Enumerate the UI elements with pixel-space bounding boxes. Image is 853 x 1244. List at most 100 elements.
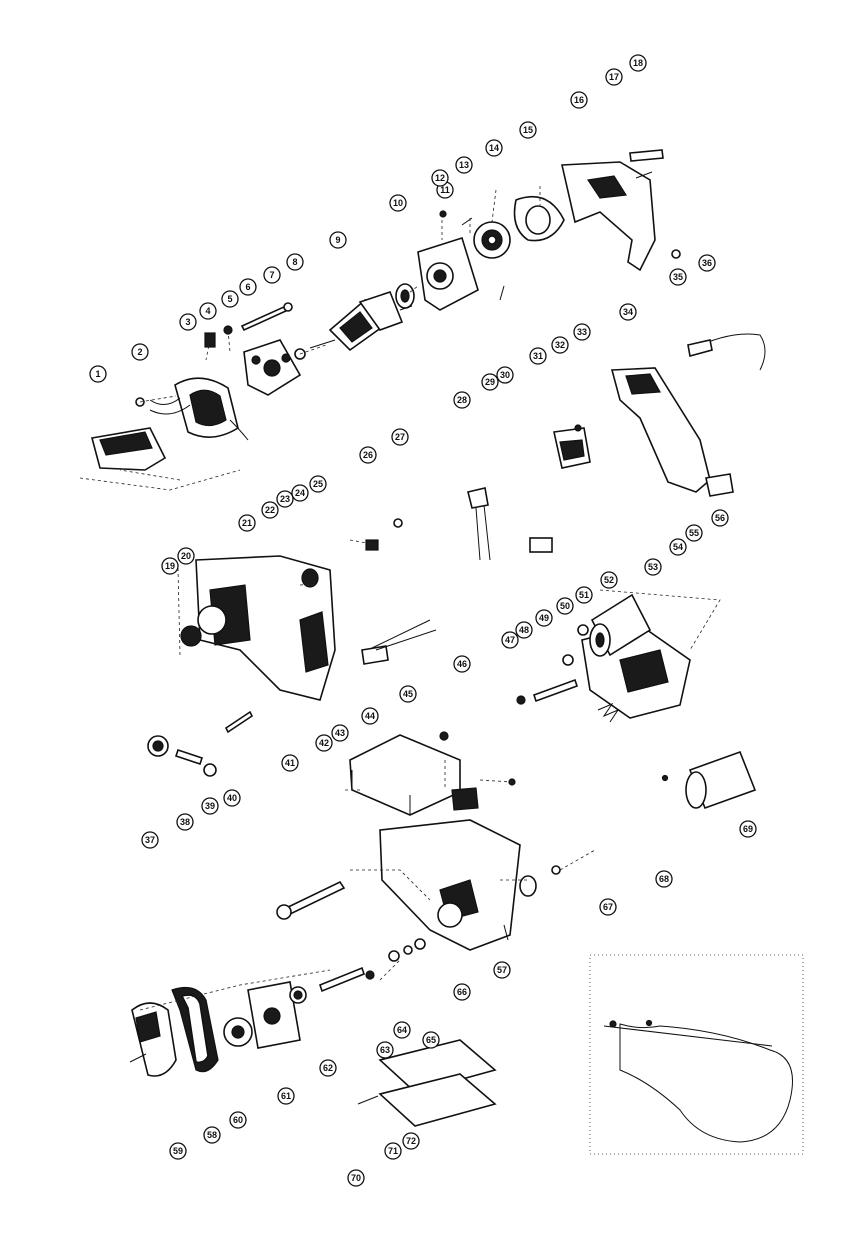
- callout-circle: [493, 961, 511, 979]
- callout-circle: [239, 278, 257, 296]
- part-bolt-41: [276, 880, 346, 920]
- part-bearing-37: [147, 735, 169, 757]
- callout-38: 38: [176, 813, 194, 831]
- callout-number: 2: [137, 347, 142, 357]
- part-fan-14: [473, 221, 511, 259]
- callout-circle: [176, 813, 194, 831]
- callout-circle: [89, 365, 107, 383]
- callout-circle: [739, 820, 757, 838]
- callout-26: 26: [359, 446, 377, 464]
- callout-number: 46: [457, 659, 467, 669]
- part-screw-17: [635, 171, 653, 179]
- callout-53: 53: [644, 558, 662, 576]
- part-switch-32: [553, 427, 591, 469]
- callout-circle: [238, 514, 256, 532]
- callout-number: 41: [285, 758, 295, 768]
- callout-circle: [556, 597, 574, 615]
- callout-18: 18: [629, 54, 647, 72]
- part-nameplate-18: [629, 149, 664, 162]
- callout-number: 51: [579, 590, 589, 600]
- part-washer-48: [516, 695, 526, 705]
- callout-circle: [453, 655, 471, 673]
- callout-68: 68: [655, 870, 673, 888]
- callout-circle: [453, 983, 471, 1001]
- callout-number: 11: [440, 185, 450, 195]
- callout-2: 2: [131, 343, 149, 361]
- callout-17: 17: [605, 68, 623, 86]
- callout-circle: [179, 313, 197, 331]
- part-gear-plate-61: [247, 981, 301, 1049]
- part-cord-guard-36: [687, 333, 766, 371]
- callout-54: 54: [669, 538, 687, 556]
- callout-58: 58: [203, 1126, 221, 1144]
- callout-number: 47: [505, 635, 515, 645]
- callout-labels: 1234567891011121314151617181920212223242…: [89, 54, 757, 1187]
- callout-circle: [229, 1111, 247, 1129]
- callout-20: 20: [177, 547, 195, 565]
- callout-56: 56: [711, 509, 729, 527]
- callout-number: 36: [702, 258, 712, 268]
- part-cap-26: [365, 539, 379, 551]
- callout-circle: [177, 547, 195, 565]
- callout-number: 8: [292, 257, 297, 267]
- callout-19: 19: [161, 557, 179, 575]
- callout-circle: [315, 734, 333, 752]
- callout-circle: [286, 253, 304, 271]
- callout-72: 72: [402, 1132, 420, 1150]
- callout-number: 13: [459, 160, 469, 170]
- callout-number: 70: [351, 1173, 361, 1183]
- callout-number: 12: [435, 173, 445, 183]
- callout-circle: [263, 266, 281, 284]
- callout-circle: [644, 558, 662, 576]
- callout-number: 49: [539, 613, 549, 623]
- callout-57: 57: [493, 961, 511, 979]
- callout-circle: [261, 501, 279, 519]
- callout-number: 3: [185, 317, 190, 327]
- callout-number: 15: [523, 125, 533, 135]
- callout-number: 16: [574, 95, 584, 105]
- callout-circle: [291, 484, 309, 502]
- callout-circle: [402, 1132, 420, 1150]
- callout-number: 72: [406, 1136, 416, 1146]
- callout-27: 27: [391, 428, 409, 446]
- callout-number: 67: [603, 902, 613, 912]
- callout-number: 40: [227, 793, 237, 803]
- part-plug-50: [705, 473, 734, 497]
- callout-number: 18: [633, 58, 643, 68]
- callout-circle: [481, 373, 499, 391]
- callout-number: 5: [227, 294, 232, 304]
- callout-65: 65: [422, 1031, 440, 1049]
- callout-33: 33: [573, 323, 591, 341]
- part-nut-39: [203, 763, 217, 777]
- callout-61: 61: [277, 1087, 295, 1105]
- callout-21: 21: [238, 514, 256, 532]
- callout-number: 1: [95, 369, 100, 379]
- callout-circle: [391, 428, 409, 446]
- callout-circle: [669, 538, 687, 556]
- callout-circle: [161, 557, 179, 575]
- callout-circle: [496, 366, 514, 384]
- callout-circle: [319, 1059, 337, 1077]
- callout-circle: [131, 343, 149, 361]
- callout-circle: [455, 156, 473, 174]
- part-bolt-38: [174, 748, 204, 766]
- part-screw-40: [224, 710, 254, 734]
- part-handle-34: [610, 367, 711, 493]
- callout-69: 69: [739, 820, 757, 838]
- callout-circle: [422, 1031, 440, 1049]
- callout-71: 71: [384, 1142, 402, 1160]
- callout-42: 42: [315, 734, 333, 752]
- callout-36: 36: [698, 254, 716, 272]
- part-motor-housing-21: [195, 555, 336, 701]
- callout-number: 30: [500, 370, 510, 380]
- callout-number: 63: [380, 1045, 390, 1055]
- callout-number: 6: [245, 282, 250, 292]
- part-pulley-60: [223, 1017, 253, 1047]
- callout-circle: [515, 621, 533, 639]
- callout-number: 65: [426, 1035, 436, 1045]
- callout-45: 45: [399, 685, 417, 703]
- part-roller-52: [589, 593, 652, 657]
- callout-number: 60: [233, 1115, 243, 1125]
- callout-32: 32: [551, 336, 569, 354]
- callout-circle: [570, 91, 588, 109]
